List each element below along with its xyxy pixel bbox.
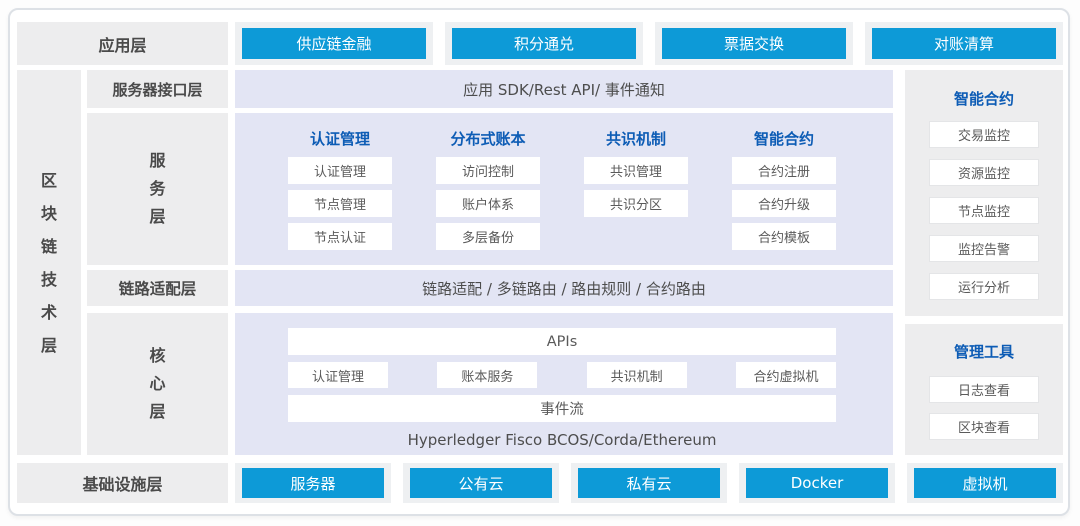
- button-cell: 积分通兑: [445, 22, 643, 65]
- service-column-consensus: 共识机制 共识管理 共识分区: [584, 130, 688, 265]
- app-button-supply-chain-finance: 供应链金融: [242, 28, 426, 59]
- service-item: 合约模板: [732, 223, 836, 250]
- service-column-title: 共识机制: [605, 130, 666, 148]
- button-cell: 服务器: [235, 463, 391, 503]
- service-item: 账户体系: [436, 190, 540, 217]
- service-item: 合约升级: [732, 190, 836, 217]
- layer-label-blockchain-technology: 区 块 链 技 术 层: [17, 70, 81, 455]
- core-module: 账本服务: [437, 362, 538, 388]
- service-item: 合约注册: [732, 157, 836, 184]
- link-adaptation-bar: 链路适配 / 多链路由 / 路由规则 / 合约路由: [235, 270, 893, 306]
- infra-button-docker: Docker: [746, 468, 888, 498]
- layer-label-server-interface: 服务器接口层: [87, 70, 228, 108]
- service-item: 共识分区: [584, 190, 688, 217]
- blockchain-platforms-text: Hyperledger Fisco BCOS/Corda/Ethereum: [407, 431, 717, 449]
- monitor-item: 运行分析: [929, 273, 1039, 300]
- sdk-rest-api-bar: 应用 SDK/Rest API/ 事件通知: [235, 70, 893, 108]
- infrastructure-button-row: 服务器 公有云 私有云 Docker 虚拟机: [235, 463, 1063, 503]
- panel-title: 管理工具: [953, 343, 1014, 361]
- app-button-points-exchange: 积分通兑: [452, 28, 636, 59]
- service-column-title: 认证管理: [309, 130, 370, 148]
- button-cell: 虚拟机: [907, 463, 1063, 503]
- button-cell: 对账清算: [865, 22, 1063, 65]
- monitor-item: 节点监控: [929, 197, 1039, 224]
- core-module: 合约虚拟机: [735, 362, 836, 388]
- button-cell: 票据交换: [655, 22, 853, 65]
- service-column-auth: 认证管理 认证管理 节点管理 节点认证: [288, 130, 392, 265]
- service-item: 共识管理: [584, 157, 688, 184]
- layer-label-application: 应用层: [17, 22, 228, 65]
- infra-button-public-cloud: 公有云: [410, 468, 552, 498]
- service-item: 节点管理: [288, 190, 392, 217]
- button-cell: 私有云: [571, 463, 727, 503]
- layer-label-link-adaptation: 链路适配层: [87, 270, 228, 306]
- panel-title: 智能合约: [953, 90, 1014, 108]
- button-cell: 供应链金融: [235, 22, 433, 65]
- service-item: 认证管理: [288, 157, 392, 184]
- management-tools-panel: 管理工具 日志查看 区块查看: [905, 324, 1063, 455]
- service-item: 访问控制: [436, 157, 540, 184]
- core-layer-box: APIs 认证管理 账本服务 共识机制 合约虚拟机 事件流 Hyperledge…: [235, 313, 893, 455]
- infra-button-server: 服务器: [242, 468, 384, 498]
- service-column-smart-contract: 智能合约 合约注册 合约升级 合约模板: [732, 130, 836, 265]
- infra-button-private-cloud: 私有云: [578, 468, 720, 498]
- layer-label-core: 核 心 层: [87, 313, 228, 455]
- core-module: 共识机制: [586, 362, 687, 388]
- event-stream-bar: 事件流: [288, 395, 836, 422]
- tool-item: 日志查看: [929, 376, 1039, 403]
- core-modules-row: 认证管理 账本服务 共识机制 合约虚拟机: [288, 362, 836, 388]
- core-module: 认证管理: [288, 362, 388, 388]
- tool-item: 区块查看: [929, 413, 1039, 440]
- service-layer-box: 认证管理 认证管理 节点管理 节点认证 分布式账本 访问控制 账户体系 多层备份…: [235, 113, 893, 265]
- infra-button-virtual-machine: 虚拟机: [914, 468, 1056, 498]
- service-column-ledger: 分布式账本 访问控制 账户体系 多层备份: [436, 130, 540, 265]
- service-item: 节点认证: [288, 223, 392, 250]
- button-cell: 公有云: [403, 463, 559, 503]
- service-item: 多层备份: [436, 223, 540, 250]
- service-column-title: 分布式账本: [450, 130, 526, 148]
- layer-label-service: 服 务 层: [87, 113, 228, 265]
- layer-label-infrastructure: 基础设施层: [17, 463, 228, 503]
- monitor-item: 交易监控: [929, 121, 1039, 148]
- application-button-row: 供应链金融 积分通兑 票据交换 对账清算: [235, 22, 1063, 65]
- app-button-bill-exchange: 票据交换: [662, 28, 846, 59]
- apis-bar: APIs: [288, 328, 836, 355]
- button-cell: Docker: [739, 463, 895, 503]
- smart-contract-monitor-panel: 智能合约 交易监控 资源监控 节点监控 监控告警 运行分析: [905, 70, 1063, 316]
- app-button-reconciliation-clearing: 对账清算: [872, 28, 1056, 59]
- monitor-item: 监控告警: [929, 235, 1039, 262]
- monitor-item: 资源监控: [929, 159, 1039, 186]
- service-column-title: 智能合约: [753, 130, 814, 148]
